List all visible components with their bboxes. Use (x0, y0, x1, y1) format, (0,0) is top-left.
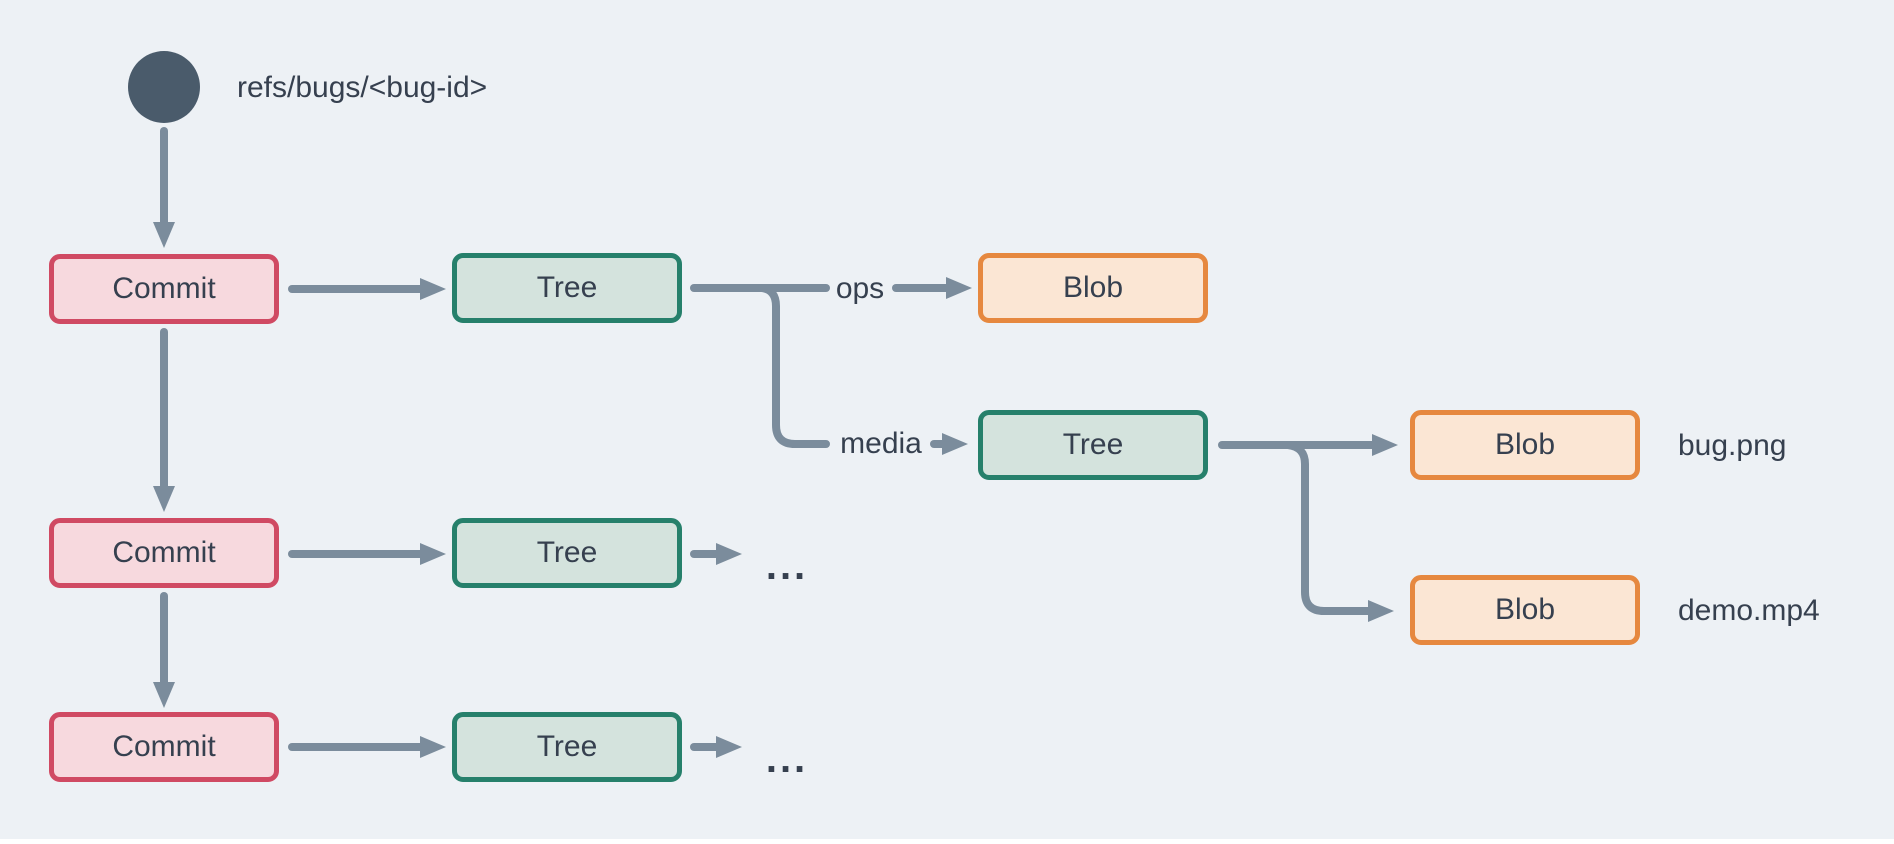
tree-node-3: Tree (452, 518, 682, 588)
ref-circle-icon (128, 51, 200, 123)
tree-node-4-label: Tree (536, 730, 598, 763)
edge-tree1-branch-to-media (758, 284, 830, 448)
blob-node-ops-label: Blob (1062, 271, 1124, 304)
bottom-strip (0, 839, 1894, 844)
commit-node-1-label: Commit (112, 272, 216, 305)
commit-node-3: Commit (49, 712, 279, 782)
blob-node-bug-png-label: Blob (1494, 428, 1556, 461)
edge-label-ops: ops (835, 272, 885, 305)
blob-node-demo-mp4: Blob (1410, 575, 1640, 645)
ref-label: refs/bugs/<bug-id> (237, 71, 488, 104)
ellipsis-row3: ... (765, 737, 809, 781)
tree-node-1-label: Tree (536, 271, 598, 304)
edge-label-media: media (840, 427, 922, 460)
commit-node-3-label: Commit (112, 730, 216, 763)
tree-node-3-label: Tree (536, 536, 598, 569)
commit-node-2-label: Commit (112, 536, 216, 569)
edge-tree2-branch-to-blob3 (1284, 441, 1394, 622)
tree-node-4: Tree (452, 712, 682, 782)
commit-node-2: Commit (49, 518, 279, 588)
blob-node-demo-mp4-label: Blob (1494, 593, 1556, 626)
ellipsis-row2: ... (765, 544, 809, 588)
file-label-demo-mp4: demo.mp4 (1678, 594, 1820, 627)
blob-node-bug-png: Blob (1410, 410, 1640, 480)
tree-node-2-label: Tree (1062, 428, 1124, 461)
commit-node-1: Commit (49, 254, 279, 324)
tree-node-1: Tree (452, 253, 682, 323)
blob-node-ops: Blob (978, 253, 1208, 323)
tree-node-2-media: Tree (978, 410, 1208, 480)
file-label-bug-png: bug.png (1678, 429, 1787, 462)
